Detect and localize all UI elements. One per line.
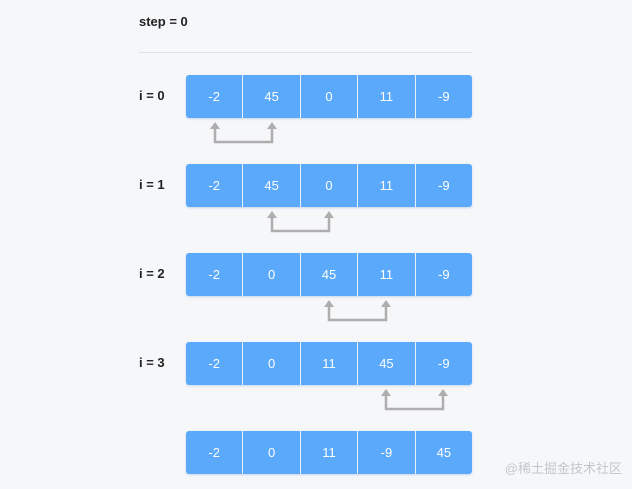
- swap-arrow-0: [210, 122, 277, 144]
- array-cell: -2: [186, 253, 244, 296]
- row-label-1: i = 1: [139, 177, 165, 192]
- array-cell: 0: [300, 75, 359, 118]
- array-cell: 45: [243, 164, 301, 207]
- row-label-3: i = 3: [139, 355, 165, 370]
- array-cell: -2: [186, 431, 244, 474]
- array-cell: 0: [300, 164, 359, 207]
- arrow-head-icon: [438, 389, 448, 396]
- row-label-2: i = 2: [139, 266, 165, 281]
- array-row-0: -2 45 0 11 -9: [186, 75, 472, 118]
- arrow-head-icon: [267, 211, 277, 218]
- array-cell: 45: [415, 431, 472, 474]
- array-cell: 45: [243, 75, 301, 118]
- array-cell: -9: [415, 253, 472, 296]
- divider: [139, 52, 472, 53]
- array-cell: 11: [358, 75, 416, 118]
- array-row-final: -2 0 11 -9 45: [186, 431, 472, 474]
- arrow-head-icon: [267, 122, 277, 129]
- array-cell: 0: [243, 253, 301, 296]
- array-row-3: -2 0 11 45 -9: [186, 342, 472, 385]
- array-cell: -2: [186, 75, 244, 118]
- array-row-2: -2 0 45 11 -9: [186, 253, 472, 296]
- array-cell: 45: [358, 342, 416, 385]
- array-cell: -9: [415, 164, 472, 207]
- array-cell: -2: [186, 164, 244, 207]
- arrow-head-icon: [324, 211, 334, 218]
- array-row-1: -2 45 0 11 -9: [186, 164, 472, 207]
- array-cell: -9: [415, 75, 472, 118]
- array-cell: 11: [358, 253, 416, 296]
- array-cell: -9: [415, 342, 472, 385]
- array-cell: 11: [300, 342, 359, 385]
- swap-arrow-2: [324, 300, 391, 322]
- arrow-head-icon: [381, 389, 391, 396]
- swap-arrow-3: [381, 389, 448, 411]
- array-cell: -9: [358, 431, 416, 474]
- arrow-head-icon: [210, 122, 220, 129]
- arrow-head-icon: [381, 300, 391, 307]
- array-cell: 11: [300, 431, 359, 474]
- array-cell: 0: [243, 431, 301, 474]
- array-cell: 45: [300, 253, 359, 296]
- array-cell: 11: [358, 164, 416, 207]
- row-label-0: i = 0: [139, 88, 165, 103]
- arrow-head-icon: [324, 300, 334, 307]
- swap-arrow-1: [267, 211, 334, 233]
- array-cell: 0: [243, 342, 301, 385]
- watermark: @稀土掘金技术社区: [504, 461, 622, 476]
- step-title: step = 0: [139, 14, 188, 29]
- array-cell: -2: [186, 342, 244, 385]
